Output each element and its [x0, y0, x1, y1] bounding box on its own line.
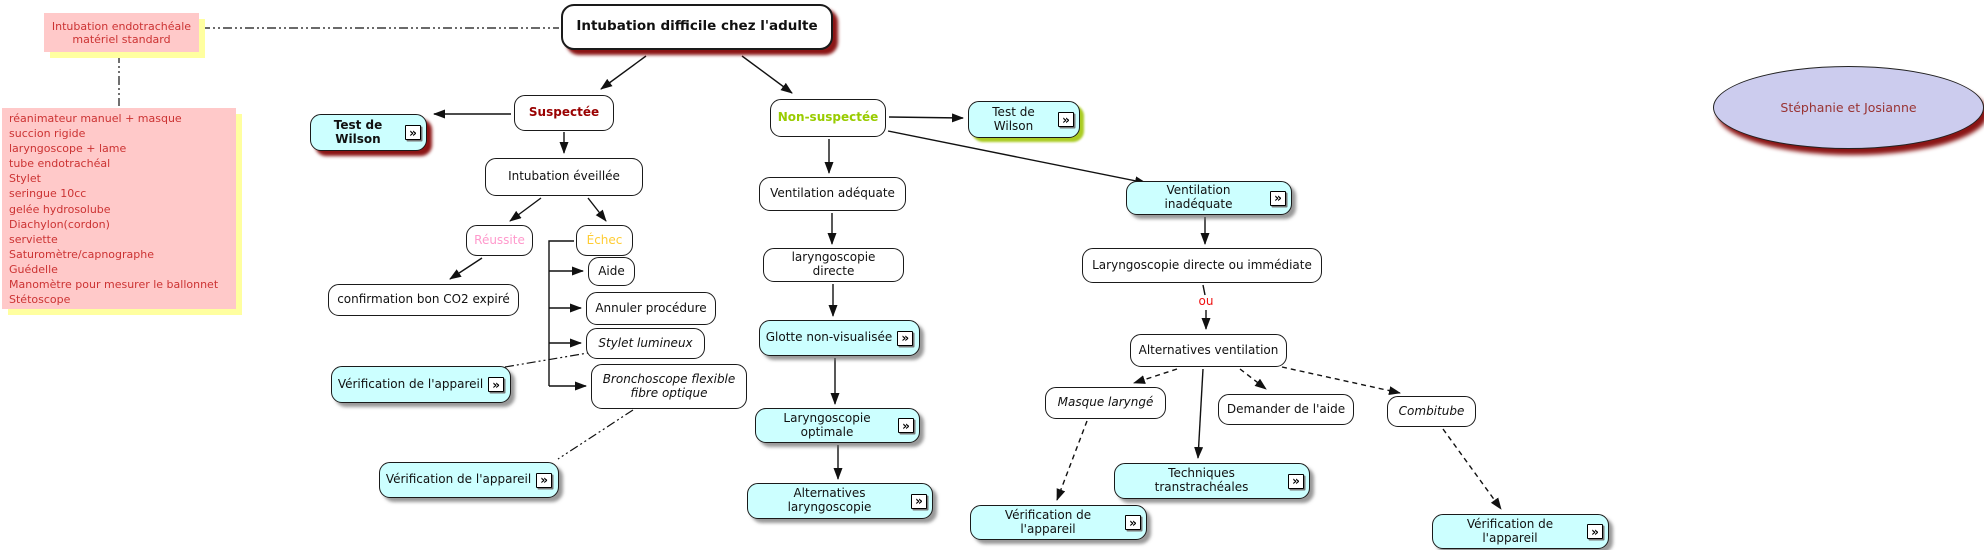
node-reussite[interactable]: Réussite: [466, 225, 533, 256]
node-label: Glotte non-visualisée: [765, 330, 893, 345]
node-echec[interactable]: Échec: [576, 225, 633, 256]
equipment-item: Stylet: [9, 172, 41, 186]
node-label: Intubation éveillée: [508, 169, 620, 184]
node-glotte-non-visualisee[interactable]: Glotte non-visualisée »: [759, 320, 920, 356]
node-label: Échec: [586, 232, 623, 247]
node-bronchoscope[interactable]: Bronchoscope flexible fibre optique: [591, 364, 747, 409]
equipment-item: tube endotrachéal: [9, 157, 111, 171]
expand-icon[interactable]: »: [897, 330, 914, 346]
node-techniques-transtracheales[interactable]: Techniques transtrachéales »: [1114, 463, 1310, 499]
node-label: Aide: [598, 263, 625, 278]
node-verification-appareil-2[interactable]: Vérification de l'appareil »: [379, 462, 559, 498]
node-alternatives-ventilation[interactable]: Alternatives ventilation: [1130, 334, 1287, 367]
node-label: Vérification de l'appareil: [385, 472, 532, 487]
node-masque-larynge[interactable]: Masque laryngé: [1045, 387, 1166, 419]
node-intubation-eveillee[interactable]: Intubation éveillée: [485, 158, 643, 196]
expand-icon[interactable]: »: [405, 125, 421, 140]
expand-icon[interactable]: »: [1270, 190, 1286, 206]
node-label: Laryngoscopie directe ou immédiate: [1092, 257, 1312, 272]
authors-ellipse[interactable]: Stéphanie et Josianne: [1713, 66, 1984, 149]
node-label: Suspectée: [528, 105, 600, 120]
node-alternatives-laryngoscopie[interactable]: Alternatives laryngoscopie »: [747, 483, 933, 519]
node-verification-appareil-1[interactable]: Vérification de l'appareil »: [331, 366, 511, 403]
node-ventilation-inadequate[interactable]: Ventilation inadéquate »: [1126, 181, 1292, 215]
node-label: Intubation difficile chez l'adulte: [576, 18, 818, 35]
node-label: Vérification de l'appareil: [1466, 516, 1554, 545]
node-label: laryngoscopie directe: [791, 250, 876, 278]
equipment-list[interactable]: réanimateur manuel + masque succion rigid…: [2, 108, 236, 309]
expand-icon[interactable]: »: [1125, 515, 1141, 530]
note-materiel-standard[interactable]: Intubation endotrachéale matériel standa…: [44, 13, 199, 52]
node-root-title[interactable]: Intubation difficile chez l'adulte: [561, 4, 833, 50]
node-label: Annuler procédure: [595, 300, 707, 315]
expand-icon[interactable]: »: [911, 493, 927, 509]
equipment-item: seringue 10cc: [9, 187, 87, 201]
link-label-ou: ou: [1198, 294, 1214, 308]
node-label: Combitube: [1398, 403, 1465, 418]
node-label: Réussite: [474, 232, 525, 247]
expand-icon[interactable]: »: [1288, 473, 1304, 489]
expand-icon[interactable]: »: [1587, 524, 1603, 539]
equipment-item: Diachylon(cordon): [9, 217, 110, 231]
node-label: Masque laryngé: [1057, 395, 1154, 410]
node-suspectee[interactable]: Suspectée: [514, 95, 614, 131]
node-verification-appareil-3[interactable]: Vérification de l'appareil »: [970, 505, 1147, 540]
node-combitube[interactable]: Combitube: [1387, 396, 1476, 427]
node-non-suspectee[interactable]: Non-suspectée: [770, 99, 886, 137]
equipment-item: Guédelle: [9, 262, 58, 276]
node-label: Demander de l'aide: [1226, 401, 1346, 416]
equipment-item: laryngoscope + lame: [9, 142, 127, 156]
equipment-item: gelée hydrosolube: [9, 202, 111, 216]
node-laryngoscopie-optimale[interactable]: Laryngoscopie optimale »: [755, 408, 920, 443]
node-label: Vérification de l'appareil: [337, 376, 484, 391]
node-ventilation-adequate[interactable]: Ventilation adéquate: [759, 177, 906, 211]
node-label: Techniques transtrachéales: [1154, 466, 1249, 494]
equipment-item: Manomètre pour mesurer le ballonnet: [9, 278, 219, 292]
node-annuler-procedure[interactable]: Annuler procédure: [586, 292, 716, 325]
equipment-item: succion rigide: [9, 127, 86, 141]
expand-icon[interactable]: »: [488, 377, 505, 392]
node-confirmation-co2[interactable]: confirmation bon CO2 expiré: [328, 284, 519, 316]
node-label: Laryngoscopie optimale: [783, 410, 871, 439]
node-label: Test de Wilson: [333, 117, 383, 146]
node-test-de-wilson-right[interactable]: Test de Wilson »: [968, 101, 1080, 138]
node-label: Ventilation adéquate: [770, 186, 895, 201]
node-demander-de-laide[interactable]: Demander de l'aide: [1218, 394, 1354, 425]
node-laryngoscopie-directe-ou-immediate[interactable]: Laryngoscopie directe ou immédiate: [1082, 248, 1322, 283]
node-label: Stylet lumineux: [598, 335, 693, 350]
node-laryngoscopie-directe[interactable]: laryngoscopie directe: [763, 248, 904, 282]
node-verification-appareil-4[interactable]: Vérification de l'appareil »: [1432, 514, 1609, 549]
node-stylet-lumineux[interactable]: Stylet lumineux: [586, 328, 705, 359]
node-label: Alternatives ventilation: [1138, 342, 1279, 357]
node-test-de-wilson-left[interactable]: Test de Wilson »: [310, 114, 427, 151]
node-label: Test de Wilson: [992, 104, 1035, 133]
node-label: Bronchoscope flexible fibre optique: [602, 371, 736, 400]
node-label: Non-suspectée: [777, 110, 879, 125]
equipment-item: Stétoscope: [9, 293, 71, 307]
equipment-item: Saturomètre/capnographe: [9, 247, 155, 261]
expand-icon[interactable]: »: [1058, 112, 1074, 127]
node-label: confirmation bon CO2 expiré: [337, 292, 510, 307]
expand-icon[interactable]: »: [536, 472, 553, 488]
equipment-item: réanimateur manuel + masque: [9, 112, 182, 125]
authors-label: Stéphanie et Josianne: [1780, 100, 1917, 115]
expand-icon[interactable]: »: [898, 418, 914, 433]
node-label: Alternatives laryngoscopie: [787, 486, 872, 514]
node-aide[interactable]: Aide: [588, 257, 635, 286]
node-label: Ventilation inadéquate: [1164, 183, 1233, 211]
node-label: Vérification de l'appareil: [1004, 507, 1092, 536]
equipment-item: serviette: [9, 232, 58, 246]
